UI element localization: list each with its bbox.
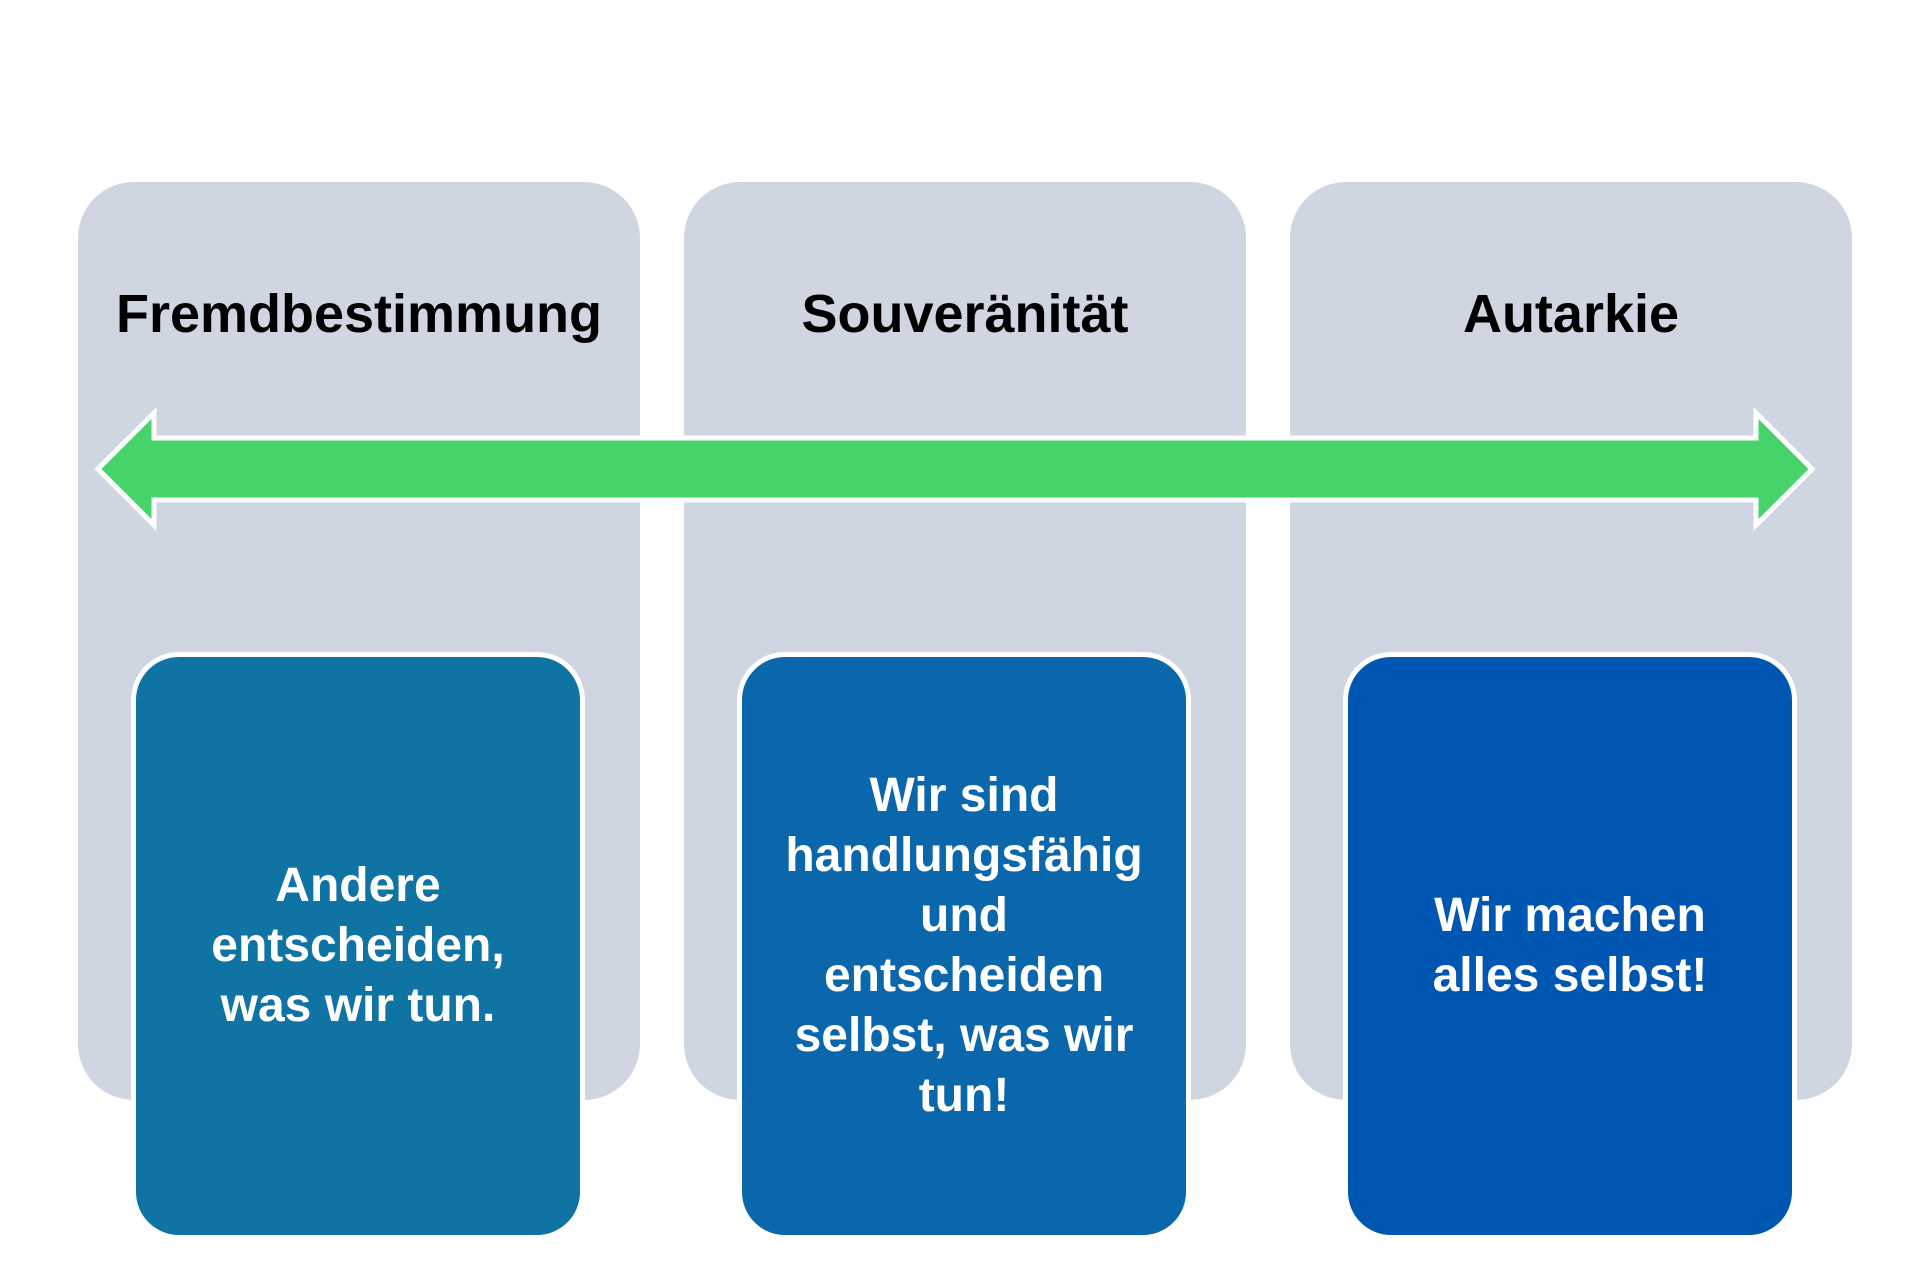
column-title: Souveränität	[801, 284, 1129, 344]
description-card: Andere entscheiden, was wir tun.	[131, 652, 585, 1240]
column-title: Fremdbestimmung	[115, 284, 603, 344]
description-card: Wir machen alles selbst!	[1343, 652, 1797, 1240]
column-title: Autarkie	[1462, 284, 1680, 344]
column-fremdbestimmung: Fremdbestimmung Andere entscheiden, was …	[78, 182, 640, 1240]
card-text: Wir machen alles selbst!	[1432, 889, 1708, 1002]
column-autarkie: Autarkie Wir machen alles selbst!	[1290, 182, 1852, 1240]
card-text: Wir sind handlungsfähig und entscheiden …	[785, 769, 1143, 1122]
column-souveraenitaet: Souveränität Wir sind handlungsfähig und…	[684, 182, 1246, 1240]
card-text: Andere entscheiden, was wir tun.	[211, 859, 505, 1032]
description-card: Wir sind handlungsfähig und entscheiden …	[737, 652, 1191, 1240]
